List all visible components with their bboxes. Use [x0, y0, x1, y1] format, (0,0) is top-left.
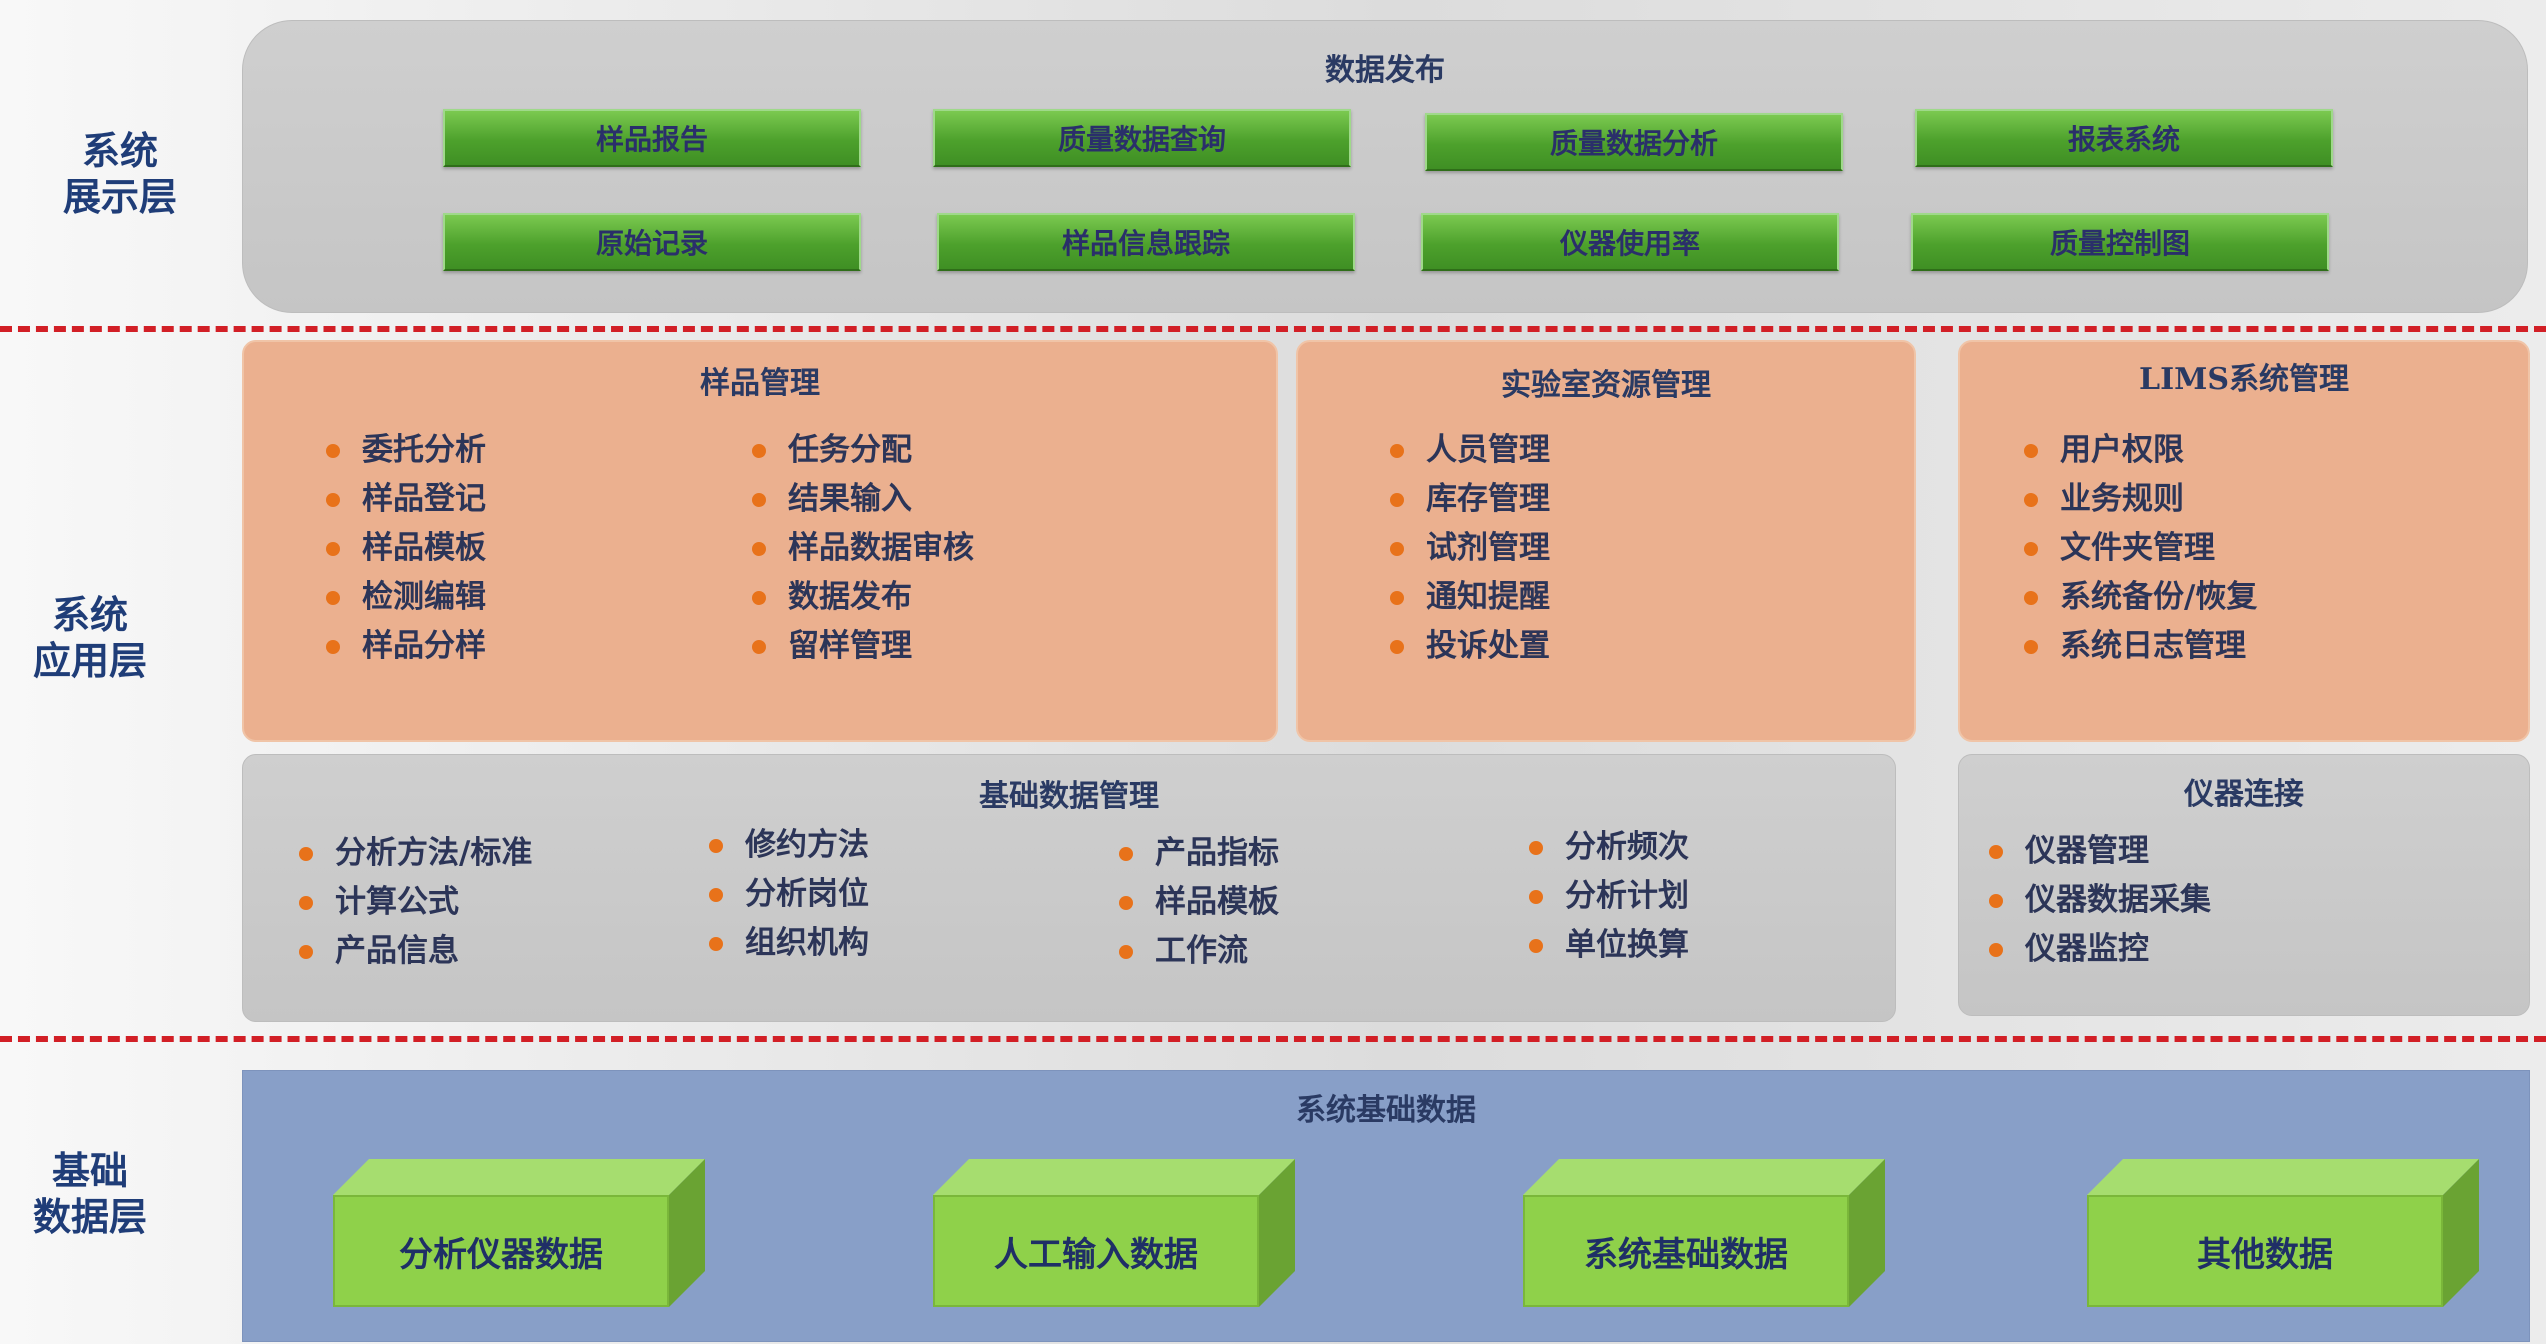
- list-item: 结果输入: [752, 475, 974, 524]
- instrument-connection-list: 仪器管理 仪器数据采集 仪器监控: [1989, 827, 2211, 974]
- list-item: 仪器管理: [1989, 827, 2211, 876]
- lab-resource-panel: 实验室资源管理 人员管理 库存管理 试剂管理 通知提醒 投诉处置: [1296, 340, 1916, 742]
- lims-management-panel: LIMS系统管理 用户权限 业务规则 文件夹管理 系统备份/恢复 系统日志管理: [1958, 340, 2530, 742]
- sample-management-panel: 样品管理 委托分析 样品登记 样品模板 检测编辑 样品分样 任务分配 结果输入 …: [242, 340, 1278, 742]
- list-item: 数据发布: [752, 573, 974, 622]
- data-publish-title: 数据发布: [1325, 53, 1445, 88]
- list-item: 单位换算: [1529, 921, 1689, 970]
- layer-divider-top: [0, 326, 2546, 332]
- data-block-other: 其他数据: [2087, 1159, 2479, 1307]
- sample-management-title: 样品管理: [700, 366, 820, 401]
- layer-label-application: 系统 应用层: [10, 592, 170, 684]
- publish-button-raw-records[interactable]: 原始记录: [443, 213, 861, 271]
- data-block-instrument: 分析仪器数据: [333, 1159, 705, 1307]
- list-item: 样品登记: [326, 475, 486, 524]
- layer-label-data: 基础 数据层: [10, 1148, 170, 1240]
- list-item: 委托分析: [326, 426, 486, 475]
- list-item: 留样管理: [752, 622, 974, 671]
- cube-top-face: [2087, 1159, 2479, 1195]
- cube-top-face: [1523, 1159, 1885, 1195]
- list-item: 样品模板: [326, 524, 486, 573]
- publish-button-control-chart[interactable]: 质量控制图: [1911, 213, 2329, 271]
- list-item: 样品模板: [1119, 878, 1279, 927]
- list-item: 组织机构: [709, 919, 869, 968]
- data-publish-panel: 数据发布 样品报告 质量数据查询 质量数据分析 报表系统 原始记录 样品信息跟踪…: [242, 20, 2528, 313]
- cube-label: 其他数据: [2087, 1195, 2443, 1307]
- lims-management-title: LIMS系统管理: [2139, 362, 2349, 397]
- cube-label: 分析仪器数据: [333, 1195, 669, 1307]
- list-item: 任务分配: [752, 426, 974, 475]
- list-item: 工作流: [1119, 927, 1279, 976]
- lab-resource-title: 实验室资源管理: [1501, 368, 1711, 403]
- list-item: 分析计划: [1529, 872, 1689, 921]
- sample-management-list-left: 委托分析 样品登记 样品模板 检测编辑 样品分样: [326, 426, 486, 671]
- lab-resource-list: 人员管理 库存管理 试剂管理 通知提醒 投诉处置: [1390, 426, 1550, 671]
- list-item: 业务规则: [2024, 475, 2257, 524]
- list-item: 人员管理: [1390, 426, 1550, 475]
- layer-label-line: 基础: [51, 1149, 128, 1193]
- layer-divider-bottom: [0, 1036, 2546, 1042]
- list-item: 分析岗位: [709, 870, 869, 919]
- list-item: 库存管理: [1390, 475, 1550, 524]
- cube-label: 系统基础数据: [1523, 1195, 1849, 1307]
- publish-button-sample-tracking[interactable]: 样品信息跟踪: [937, 213, 1355, 271]
- list-item: 分析方法/标准: [299, 829, 532, 878]
- base-data-management-title: 基础数据管理: [979, 779, 1159, 814]
- publish-button-sample-report[interactable]: 样品报告: [443, 109, 861, 167]
- system-base-data-title: 系统基础数据: [1296, 1093, 1476, 1128]
- lims-management-list: 用户权限 业务规则 文件夹管理 系统备份/恢复 系统日志管理: [2024, 426, 2257, 671]
- base-data-list-2: 修约方法 分析岗位 组织机构: [709, 821, 869, 968]
- list-item: 用户权限: [2024, 426, 2257, 475]
- publish-button-report-system[interactable]: 报表系统: [1915, 109, 2333, 167]
- list-item: 系统备份/恢复: [2024, 573, 2257, 622]
- layer-label-line: 系统: [81, 129, 158, 173]
- instrument-connection-panel: 仪器连接 仪器管理 仪器数据采集 仪器监控: [1958, 754, 2530, 1016]
- list-item: 分析频次: [1529, 823, 1689, 872]
- layer-label-display: 系统 展示层: [40, 128, 200, 220]
- publish-button-quality-query[interactable]: 质量数据查询: [933, 109, 1351, 167]
- list-item: 投诉处置: [1390, 622, 1550, 671]
- base-data-management-panel: 基础数据管理 分析方法/标准 计算公式 产品信息 修约方法 分析岗位 组织机构 …: [242, 754, 1896, 1022]
- list-item: 计算公式: [299, 878, 532, 927]
- data-block-manual-input: 人工输入数据: [933, 1159, 1295, 1307]
- list-item: 检测编辑: [326, 573, 486, 622]
- publish-button-quality-analysis[interactable]: 质量数据分析: [1425, 113, 1843, 171]
- list-item: 产品信息: [299, 927, 532, 976]
- base-data-list-4: 分析频次 分析计划 单位换算: [1529, 823, 1689, 970]
- layer-label-line: 应用层: [32, 639, 147, 683]
- list-item: 通知提醒: [1390, 573, 1550, 622]
- system-base-data-panel: 系统基础数据 分析仪器数据 人工输入数据 系统基础数据 其他数据: [242, 1070, 2530, 1342]
- list-item: 试剂管理: [1390, 524, 1550, 573]
- list-item: 仪器监控: [1989, 925, 2211, 974]
- base-data-list-3: 产品指标 样品模板 工作流: [1119, 829, 1279, 976]
- cube-label: 人工输入数据: [933, 1195, 1259, 1307]
- list-item: 仪器数据采集: [1989, 876, 2211, 925]
- layer-label-line: 数据层: [32, 1195, 147, 1239]
- cube-top-face: [333, 1159, 705, 1195]
- base-data-list-1: 分析方法/标准 计算公式 产品信息: [299, 829, 532, 976]
- list-item: 文件夹管理: [2024, 524, 2257, 573]
- list-item: 样品数据审核: [752, 524, 974, 573]
- publish-button-instrument-usage[interactable]: 仪器使用率: [1421, 213, 1839, 271]
- layer-label-line: 展示层: [62, 175, 177, 219]
- list-item: 样品分样: [326, 622, 486, 671]
- cube-top-face: [933, 1159, 1295, 1195]
- instrument-connection-title: 仪器连接: [2184, 777, 2304, 812]
- sample-management-list-right: 任务分配 结果输入 样品数据审核 数据发布 留样管理: [752, 426, 974, 671]
- list-item: 系统日志管理: [2024, 622, 2257, 671]
- data-block-system-base: 系统基础数据: [1523, 1159, 1885, 1307]
- layer-label-line: 系统: [51, 593, 128, 637]
- list-item: 修约方法: [709, 821, 869, 870]
- list-item: 产品指标: [1119, 829, 1279, 878]
